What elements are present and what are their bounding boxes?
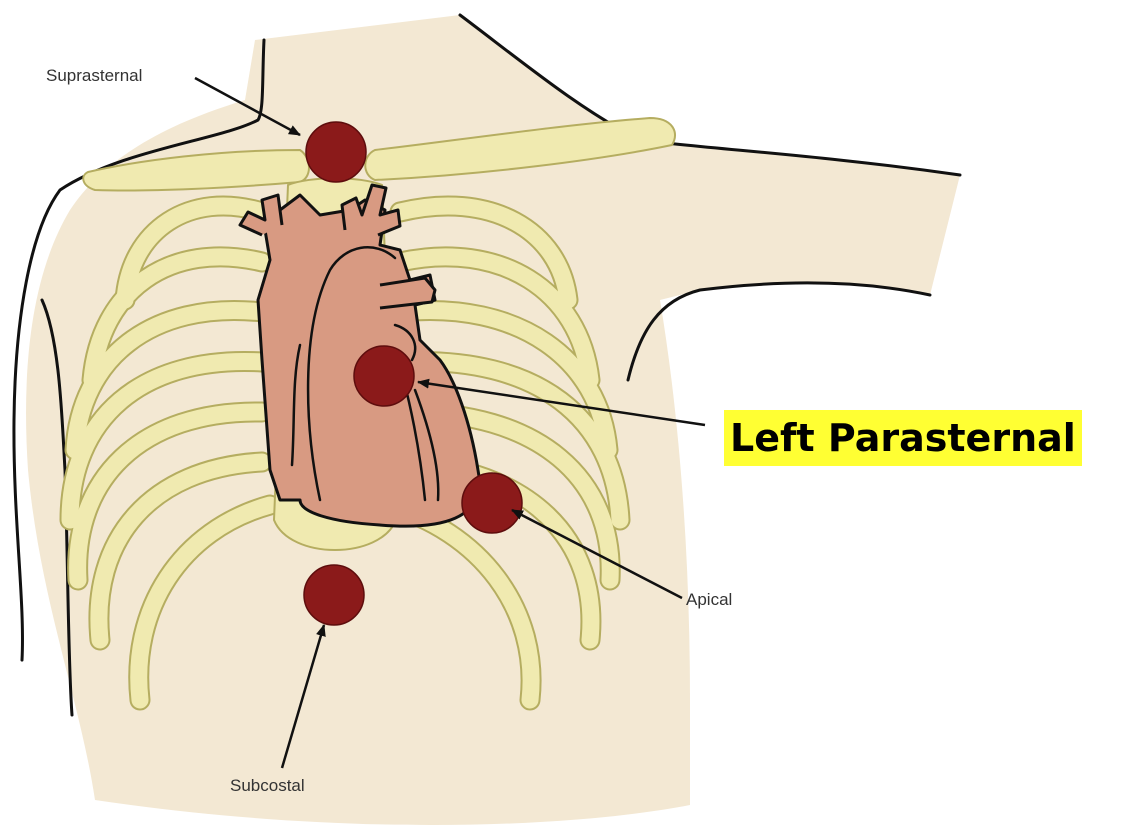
left-parasternal-label: Left Parasternal bbox=[724, 410, 1082, 466]
subcostal-site bbox=[304, 565, 364, 625]
suprasternal-site bbox=[306, 122, 366, 182]
left-parasternal-site bbox=[354, 346, 414, 406]
apical-label: Apical bbox=[686, 590, 732, 610]
subcostal-label: Subcostal bbox=[230, 776, 305, 796]
suprasternal-label: Suprasternal bbox=[46, 66, 142, 86]
apical-site bbox=[462, 473, 522, 533]
